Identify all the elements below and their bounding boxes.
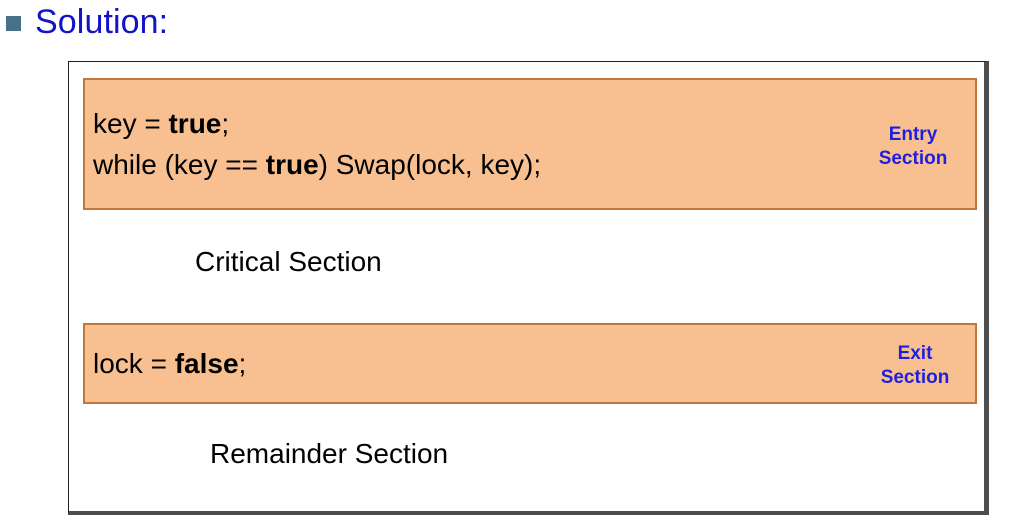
square-bullet-icon [6, 15, 21, 31]
exit-section-label: Exit Section [849, 342, 981, 390]
code-fragment: ; [221, 108, 230, 139]
code-fragment: lock = [93, 348, 175, 379]
code-fragment: ; [238, 348, 247, 379]
code-keyword: false [174, 348, 239, 379]
entry-section-label: Entry Section [847, 123, 979, 171]
code-fragment: ) Swap(lock, key); [318, 149, 542, 180]
code-fragment: key = [93, 108, 169, 139]
figure-frame: key = true; while (key == true) Swap(loc… [68, 61, 989, 515]
entry-section-code: key = true; while (key == true) Swap(loc… [85, 103, 975, 185]
code-line: while (key == true) Swap(lock, key); [93, 149, 541, 180]
exit-section-label-line1: Exit [897, 343, 933, 364]
exit-section-box: lock = false; Exit Section [83, 323, 977, 404]
entry-section-box: key = true; while (key == true) Swap(loc… [83, 78, 977, 210]
code-keyword: true [168, 108, 222, 139]
critical-section-text: Critical Section [195, 246, 382, 277]
code-keyword: true [265, 149, 319, 180]
code-line: key = true; [93, 108, 229, 139]
exit-section-label-line2: Section [880, 367, 950, 388]
slide-heading: Solution: [6, 2, 168, 42]
page-title: Solution: [35, 3, 169, 41]
entry-section-label-line1: Entry [888, 124, 938, 145]
code-line: lock = false; [93, 348, 246, 379]
code-fragment: while (key == [93, 149, 266, 180]
figure-inner: key = true; while (key == true) Swap(loc… [69, 62, 984, 511]
entry-section-label-line2: Section [878, 148, 948, 169]
exit-section-code: lock = false; [85, 343, 975, 384]
remainder-section-text: Remainder Section [210, 438, 449, 469]
